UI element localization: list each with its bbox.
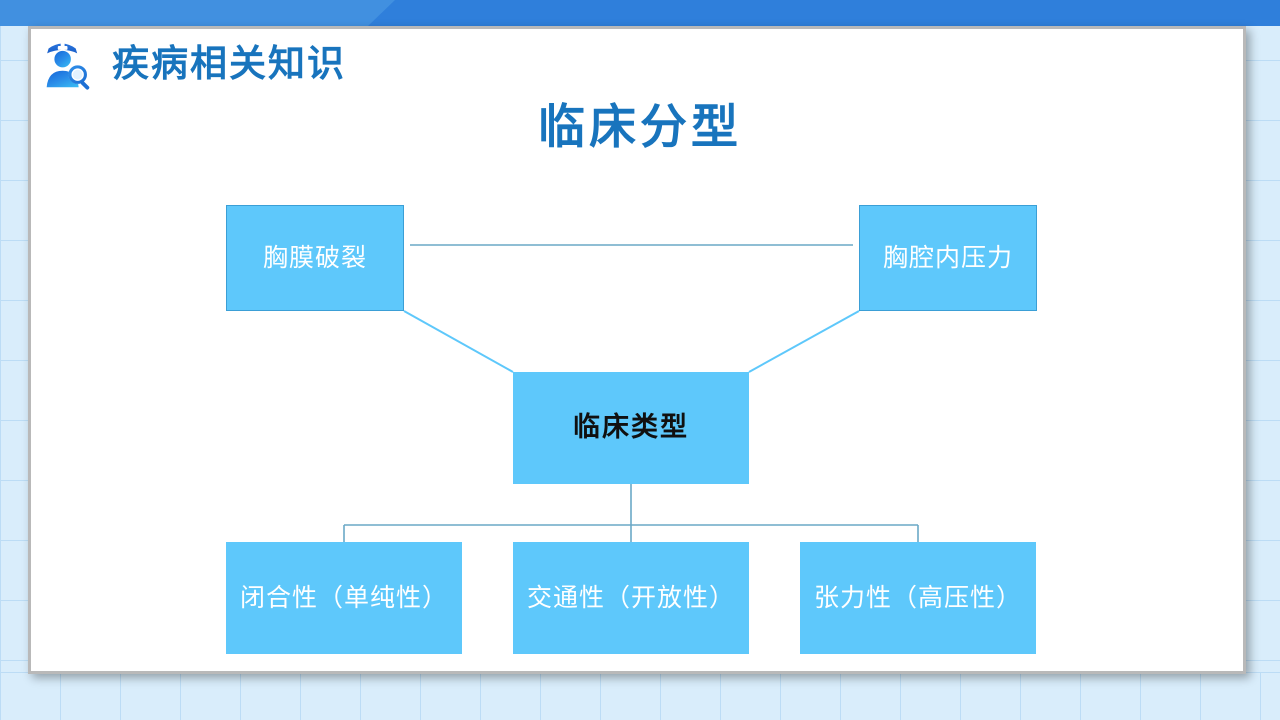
node-label: 胸膜破裂: [262, 243, 367, 272]
node-intrathoracic-pressure[interactable]: 胸腔内压力: [859, 205, 1037, 311]
node-clinical-type[interactable]: 临床类型: [513, 372, 749, 484]
node-closed-type[interactable]: 闭合性（单纯性）: [226, 542, 462, 654]
header-title: 疾病相关知识: [112, 41, 346, 85]
node-label: 临床类型: [573, 411, 689, 443]
background-grid-bottom: [0, 672, 1280, 720]
node-open-type[interactable]: 交通性（开放性）: [513, 542, 749, 654]
node-pleura-rupture[interactable]: 胸膜破裂: [226, 205, 404, 311]
node-label: 闭合性（单纯性）: [239, 583, 448, 612]
node-label: 交通性（开放性）: [526, 583, 735, 612]
edge-pressure-center: [748, 310, 860, 373]
nurse-search-icon: [36, 32, 98, 94]
slide-title: 临床分型: [538, 100, 742, 155]
top-banner-light: [0, 0, 420, 26]
node-label: 胸腔内压力: [882, 243, 1013, 272]
background-grid-right: [1240, 0, 1280, 720]
top-banner-dark: [368, 0, 1280, 26]
node-label: 张力性（高压性）: [813, 583, 1022, 612]
slide-header: 疾病相关知识: [36, 32, 346, 94]
node-tension-type[interactable]: 张力性（高压性）: [800, 542, 1036, 654]
edge-pleura-center: [403, 310, 514, 373]
